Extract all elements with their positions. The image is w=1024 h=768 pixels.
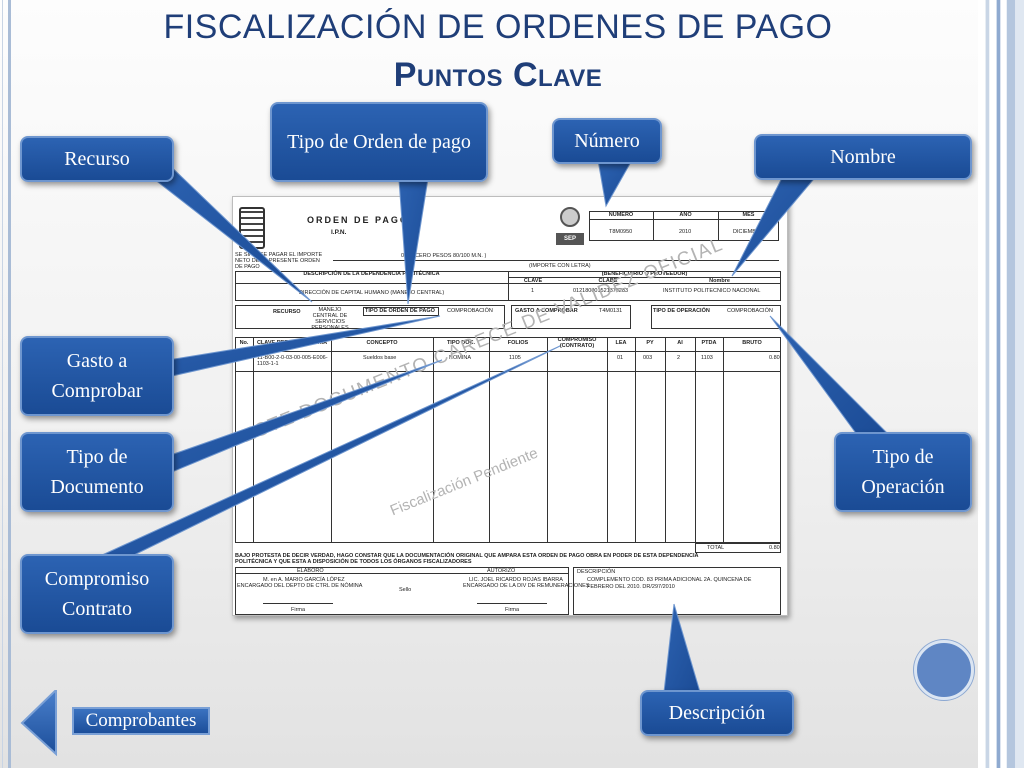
col-compromiso: COMPROMISO (CONTRATO) (557, 337, 597, 349)
pointer-tipo-orden (397, 165, 431, 305)
elaboro-label: ELABORÓ (297, 568, 324, 574)
doc-heading: ORDEN DE PAGO (307, 215, 409, 225)
beneficiary-header: (BENEFICIARIO O PROVEEDOR) (601, 271, 688, 277)
clabe-header: CLABE (598, 278, 618, 284)
autorizo-role: ENCARGADO DE LA DIV DE REMUNERACIONES (463, 583, 590, 589)
tipo-operacion-value: COMPROBACIÓN (727, 308, 773, 314)
callout-recurso: Recurso (20, 136, 174, 182)
autorizo-label: AUTORIZÓ (487, 568, 516, 574)
tipo-orden-label: TIPO DE ORDEN DE PAGO (365, 308, 435, 314)
cell-ptda: 1103 (701, 355, 713, 361)
elaboro-role: ENCARGADO DEL DEPTO DE CTRL DE NÓMINA (237, 583, 363, 589)
col-ptda: PTDA (701, 340, 717, 346)
numero-value: T8M0950 (609, 229, 633, 235)
nombre-value: INSTITUTO POLITECNICO NACIONAL (663, 288, 761, 294)
total-label: TOTAL (707, 545, 725, 551)
pay-text: SE SIRVASE PAGAR EL IMPORTE NETO DE LA P… (235, 252, 323, 270)
pointer-tipo-documento (167, 359, 443, 473)
callout-compromiso: Compromiso Contrato (20, 554, 174, 634)
clabe-value: 012180001521378283 (573, 288, 629, 294)
cell-lea: 01 (617, 355, 624, 361)
amount-text: 0.80 (CERO PESOS 80/100 M.N. ) (401, 253, 487, 259)
elaboro-name: M. en A. MARIO GARCÍA LÓPEZ (263, 577, 345, 583)
tipo-operacion-box (651, 305, 781, 329)
total-value: 0.80 (769, 545, 780, 551)
amount-letter: (IMPORTE CON LETRA) (529, 263, 591, 269)
cell-bruto: 0.80 (769, 355, 780, 361)
nombre-header: Nombre (709, 278, 730, 284)
clave-header: CLAVE (523, 278, 543, 284)
callout-nombre: Nombre (754, 134, 972, 180)
pointer-numero (597, 159, 633, 208)
recurso-value: MANEJO CENTRAL DE SERVICIOS PERSONALES (311, 307, 349, 331)
firma-right: Firma (505, 607, 520, 613)
pointer-gasto (167, 315, 441, 377)
callout-tipo-operacion: Tipo de Operación (834, 432, 972, 512)
tipo-orden-label-box (363, 307, 439, 316)
tipo-operacion-label: TIPO DE OPERACIÓN (653, 308, 710, 314)
slide-circle-button[interactable] (914, 640, 974, 700)
back-button-label: Comprobantes (72, 707, 210, 735)
gasto-box (511, 305, 631, 329)
back-arrow-icon (20, 690, 57, 756)
col-lea: LEA (615, 340, 627, 346)
callout-descripcion: Descripción (640, 690, 794, 736)
col-bruto: BRUTO (742, 340, 762, 346)
descripcion-value: COMPLEMENTO COD. 83 PRIMA ADICIONAL 2A. … (587, 577, 752, 590)
pointer-tipo-operacion (769, 315, 892, 437)
cell-clave: 11-B00-2-0-03-00-005-E006-1103-1-1 (257, 355, 328, 367)
slide-title: FISCALIZACIÓN DE ORDENES DE PAGO (163, 8, 833, 46)
cell-py: 003 (643, 355, 653, 361)
cell-tipo-doc: NOMINA (449, 355, 471, 361)
doc-institution: I.P.N. (331, 229, 347, 236)
pointer-nombre (731, 173, 820, 277)
signatures-box (235, 567, 569, 615)
frame-line-outer (2, 0, 3, 768)
dependency-value: DIRECCIÓN DE CAPITAL HUMANO (MANEJO CENT… (299, 290, 445, 296)
mes-header: MES (742, 212, 755, 218)
firma-left: Firma (291, 607, 306, 613)
descripcion-label: DESCRIPCIÓN (577, 569, 616, 575)
protesta-text: BAJO PROTESTA DE DECIR VERDAD, HAGO CONS… (235, 553, 699, 565)
pointer-descripcion (663, 603, 701, 693)
total-box (695, 543, 781, 553)
mes-value: DICIEMBRE (733, 229, 764, 235)
col-tipo-doc: TIPO DOC. (446, 340, 476, 346)
gasto-value: T4M0131 (599, 308, 623, 314)
cell-ai: 2 (677, 355, 681, 361)
col-no: No. (239, 340, 249, 346)
col-folios: FOLIOS (507, 340, 529, 346)
folio-box (589, 211, 779, 241)
callout-gasto: Gasto a Comprobar (20, 336, 174, 416)
callout-tipo-orden: Tipo de Orden de pago (270, 102, 488, 182)
frame-lines-right (978, 0, 1024, 768)
col-concepto: CONCEPTO (366, 340, 398, 346)
sep-logo-icon: SEP (556, 207, 584, 247)
frame-line-left (8, 0, 11, 768)
col-ai: AI (677, 340, 683, 346)
callout-numero: Número (552, 118, 662, 164)
recurso-label: RECURSO (273, 309, 301, 315)
cell-concepto: Sueldos base (363, 355, 397, 361)
cell-folios: 1105 (509, 355, 521, 361)
numero-header: NÚMERO (608, 212, 634, 218)
clave-value: 1 (531, 288, 535, 294)
tipo-orden-value: COMPROBACIÓN (447, 308, 493, 314)
back-button[interactable]: Comprobantes (20, 690, 216, 756)
col-py: PY (646, 340, 654, 346)
autorizo-name: LIC. JOEL RICARDO ROJAS IBARRA (469, 577, 563, 583)
anio-header: AÑO (679, 212, 692, 218)
anio-value: 2010 (679, 229, 692, 235)
dependency-header: DESCRIPCIÓN DE LA DEPENDENCIA POLITÉCNIC… (303, 271, 440, 277)
sello-label: Sello (399, 587, 412, 593)
slide-subtitle: Puntos Clave (393, 56, 603, 94)
gasto-label: GASTO A COMPROBAR (515, 308, 578, 314)
callout-tipo-documento: Tipo de Documento (20, 432, 174, 512)
